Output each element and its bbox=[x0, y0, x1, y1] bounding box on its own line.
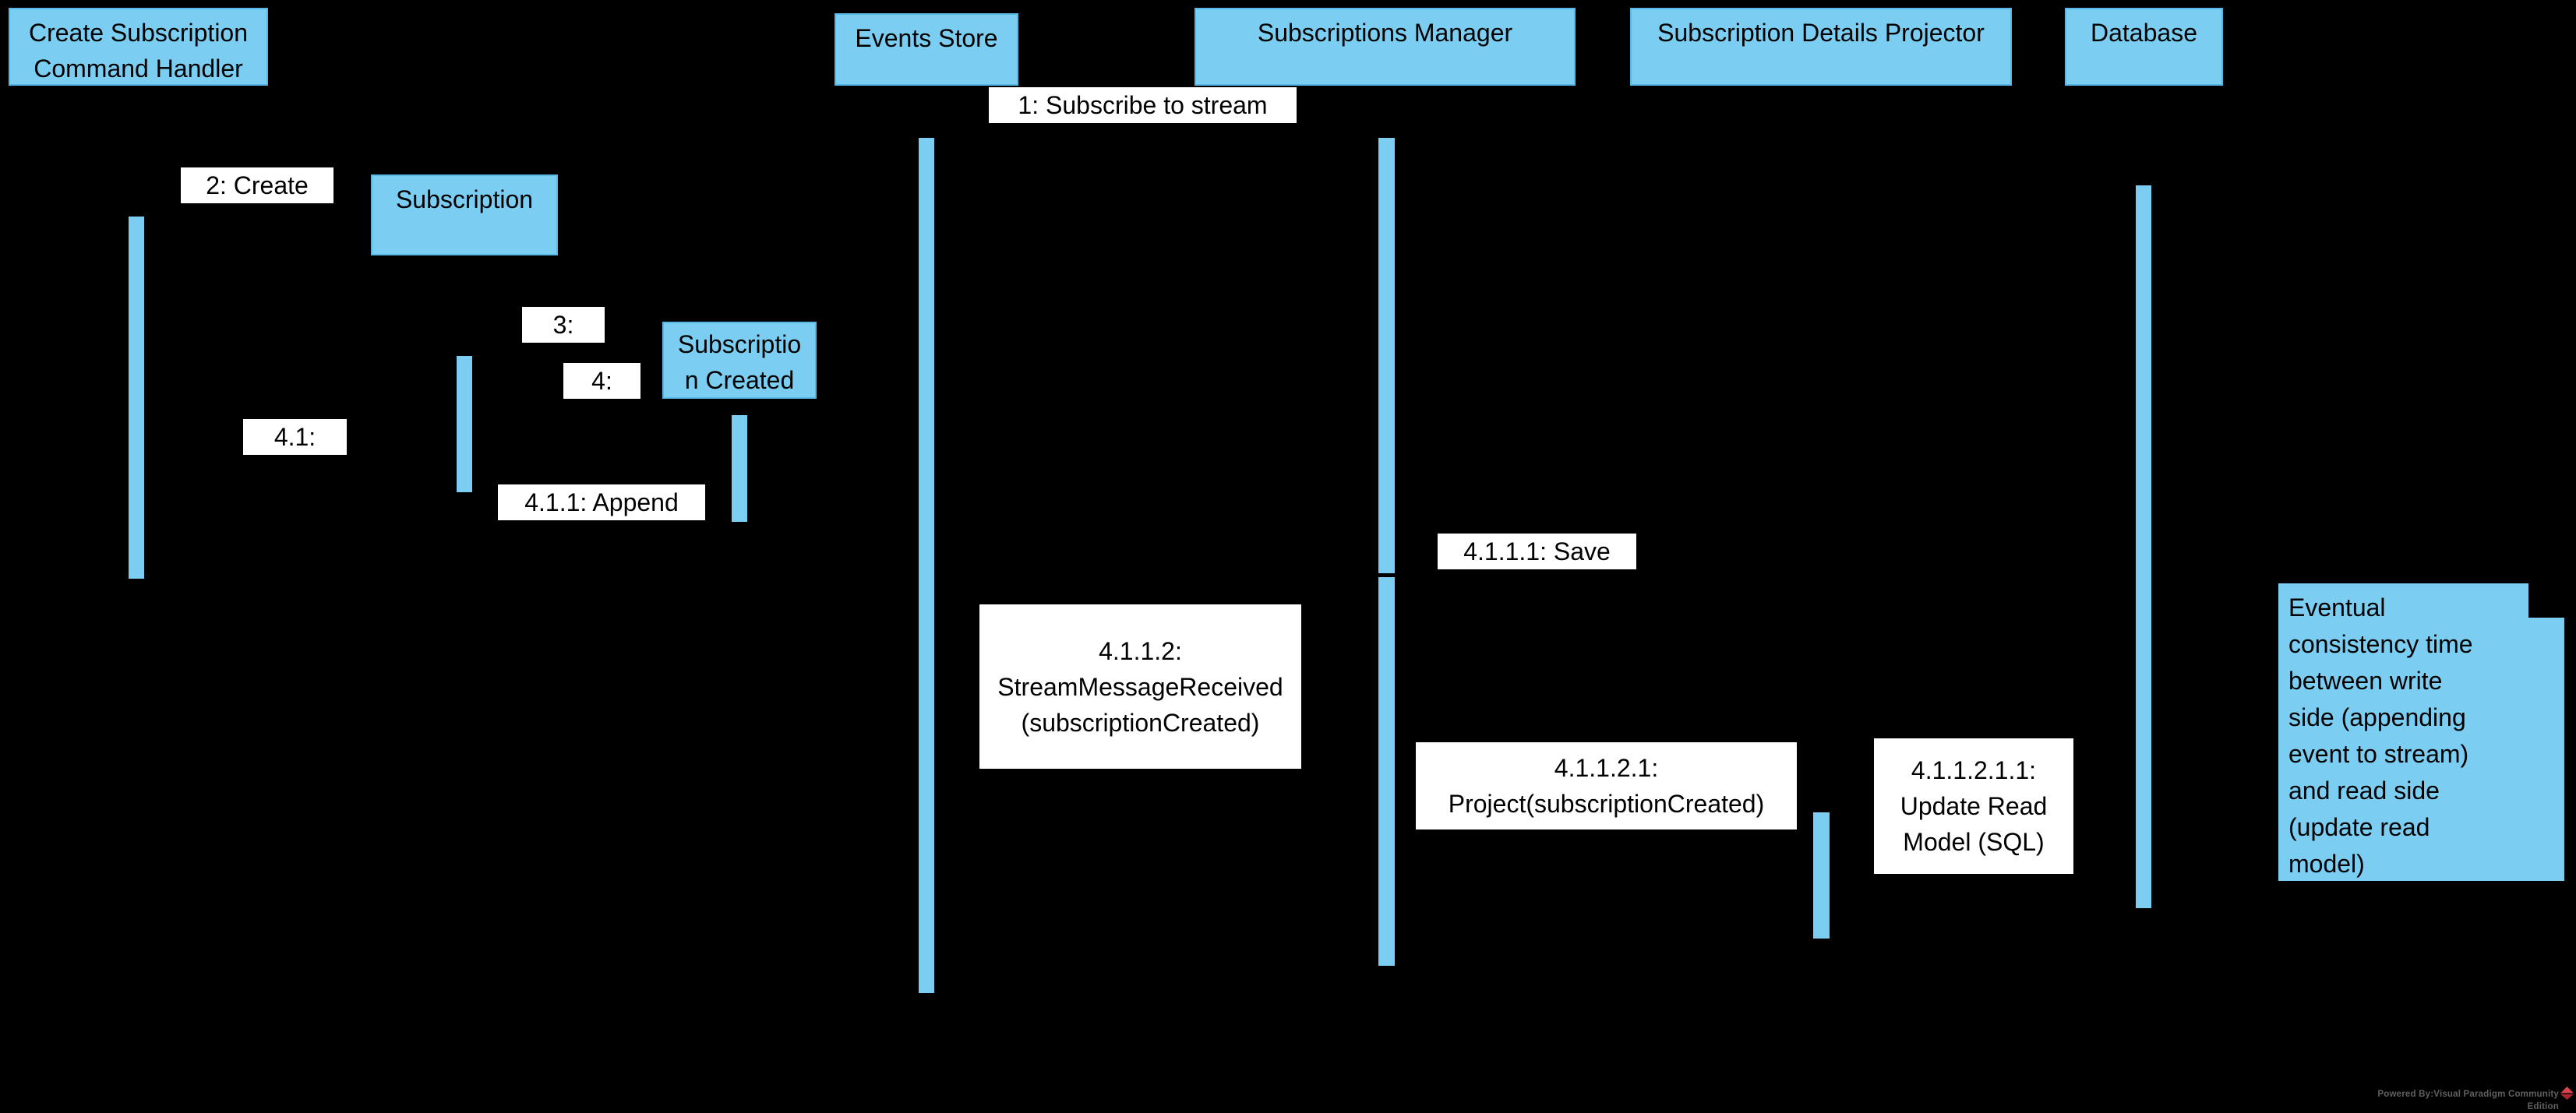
message-stream-message-received: 4.1.1.2: StreamMessageReceived (subscrip… bbox=[979, 604, 1301, 769]
activation-bar-subscription bbox=[457, 356, 472, 492]
message-4-1: 4.1: bbox=[243, 419, 347, 455]
message-create: 2: Create bbox=[181, 167, 333, 203]
participant-subscriptions-manager: Subscriptions Manager bbox=[1194, 8, 1576, 86]
message-update-read-model: 4.1.1.2.1.1: Update Read Model (SQL) bbox=[1874, 738, 2073, 874]
message-4: 4: bbox=[563, 363, 640, 399]
message-project-subscription-created: 4.1.1.2.1: Project(subscriptionCreated) bbox=[1416, 742, 1797, 829]
participant-create-subscription-command-handler: Create Subscription Command Handler bbox=[9, 8, 268, 86]
activation-bar-subscriptions-manager-1 bbox=[1378, 138, 1395, 573]
object-subscription: Subscription bbox=[371, 174, 558, 255]
message-subscribe-to-stream: 1: Subscribe to stream bbox=[989, 87, 1297, 123]
watermark-text: Powered By:Visual Paradigm Community Edi… bbox=[2377, 1090, 2559, 1111]
message-append: 4.1.1: Append bbox=[498, 484, 705, 520]
object-subscription-created: Subscriptio n Created bbox=[662, 322, 817, 399]
logo-diamond-bottom bbox=[2560, 1094, 2574, 1100]
visual-paradigm-logo-icon bbox=[2560, 1087, 2574, 1100]
message-3: 3: bbox=[522, 307, 605, 343]
activation-bar-events-store bbox=[919, 138, 934, 993]
activation-bar-subscription-created bbox=[732, 415, 747, 522]
note-eventual-consistency: Eventual consistency time between write … bbox=[2278, 583, 2564, 881]
logo-diamond-top bbox=[2560, 1087, 2574, 1094]
message-save: 4.1.1.1: Save bbox=[1438, 534, 1636, 569]
activation-bar-database bbox=[2136, 185, 2151, 908]
participant-database: Database bbox=[2065, 8, 2223, 86]
activation-bar-command-handler bbox=[129, 217, 144, 579]
participant-events-store: Events Store bbox=[835, 13, 1018, 86]
activation-bar-projector bbox=[1813, 812, 1830, 939]
activation-bar-subscriptions-manager-2 bbox=[1378, 577, 1395, 966]
participant-subscription-details-projector: Subscription Details Projector bbox=[1630, 8, 2012, 86]
